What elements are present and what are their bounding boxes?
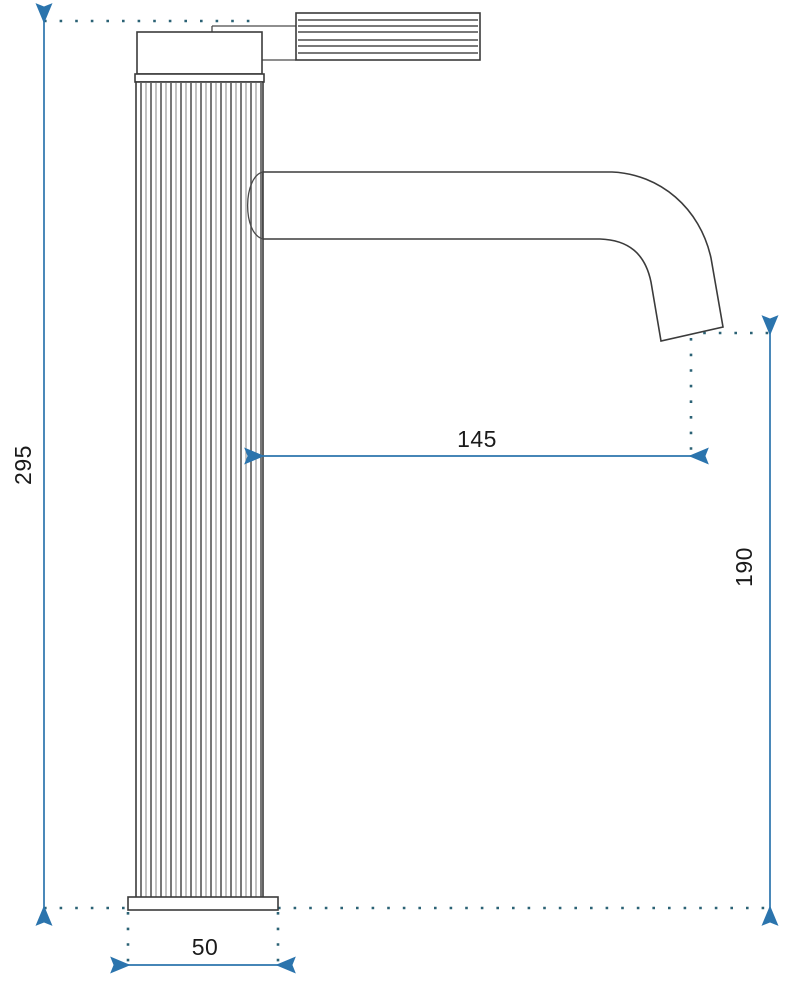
body-flutes bbox=[140, 83, 262, 897]
dimension-label-295: 295 bbox=[10, 445, 36, 485]
dimension-height-overall: 295 bbox=[10, 3, 53, 926]
dimension-base-diameter: 50 bbox=[110, 934, 296, 974]
spout-rounded-end bbox=[246, 171, 264, 240]
tap-body-column bbox=[135, 81, 264, 899]
faucet-geometry-group bbox=[127, 12, 724, 911]
dimension-label-50: 50 bbox=[192, 934, 219, 960]
base-flange bbox=[127, 896, 279, 911]
dimension-label-190: 190 bbox=[731, 547, 757, 587]
body-collar bbox=[134, 73, 265, 83]
lever-handle-body bbox=[295, 12, 481, 61]
body-top-cap bbox=[136, 31, 263, 75]
lever-handle bbox=[295, 12, 481, 61]
dimension-spout-height: 190 bbox=[731, 315, 779, 926]
dimension-label-145: 145 bbox=[457, 426, 497, 452]
curved-spout bbox=[262, 171, 724, 342]
dimension-spout-reach: 145 bbox=[244, 426, 709, 465]
body-outline bbox=[135, 81, 264, 899]
